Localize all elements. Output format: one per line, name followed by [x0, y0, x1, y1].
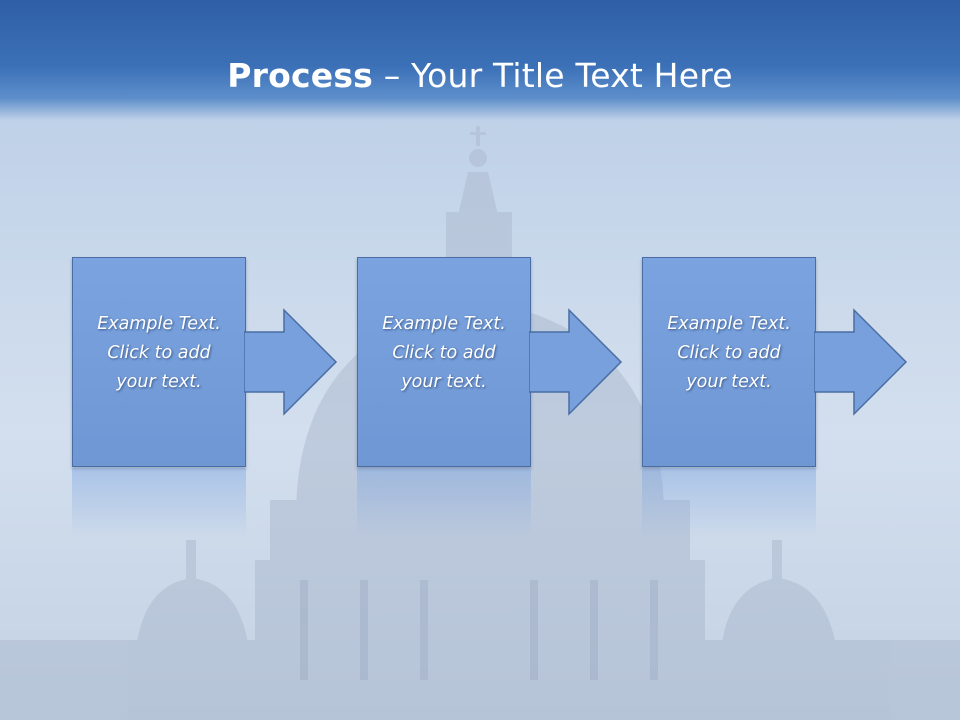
- step-line: your text.: [686, 372, 772, 392]
- step-line: Click to add: [107, 343, 211, 363]
- title-rest-part: – Your Title Text Here: [373, 56, 733, 95]
- process-step-box-2[interactable]: Example Text. Click to add your text.: [357, 257, 531, 467]
- process-step-box-1[interactable]: Example Text. Click to add your text.: [72, 257, 246, 467]
- step-reflection-3: [642, 468, 816, 538]
- step-line: Click to add: [677, 343, 781, 363]
- step-line: your text.: [116, 372, 202, 392]
- right-arrow-icon: [529, 308, 623, 416]
- step-line: Example Text.: [667, 314, 791, 334]
- process-step-box-3[interactable]: Example Text. Click to add your text.: [642, 257, 816, 467]
- slide-title[interactable]: Process – Your Title Text Here: [0, 52, 960, 100]
- step-line: Example Text.: [97, 314, 221, 334]
- step-line: Example Text.: [382, 314, 506, 334]
- step-line: your text.: [401, 372, 487, 392]
- step-reflection-2: [357, 468, 531, 538]
- right-arrow-icon: [244, 308, 338, 416]
- process-step-text-1[interactable]: Example Text. Click to add your text.: [79, 310, 239, 397]
- process-step-text-3[interactable]: Example Text. Click to add your text.: [649, 310, 809, 397]
- process-step-text-2[interactable]: Example Text. Click to add your text.: [364, 310, 524, 397]
- title-bold-part: Process: [227, 56, 374, 95]
- step-line: Click to add: [392, 343, 496, 363]
- right-arrow-icon: [814, 308, 908, 416]
- step-reflection-1: [72, 468, 246, 538]
- title-band: [0, 0, 960, 120]
